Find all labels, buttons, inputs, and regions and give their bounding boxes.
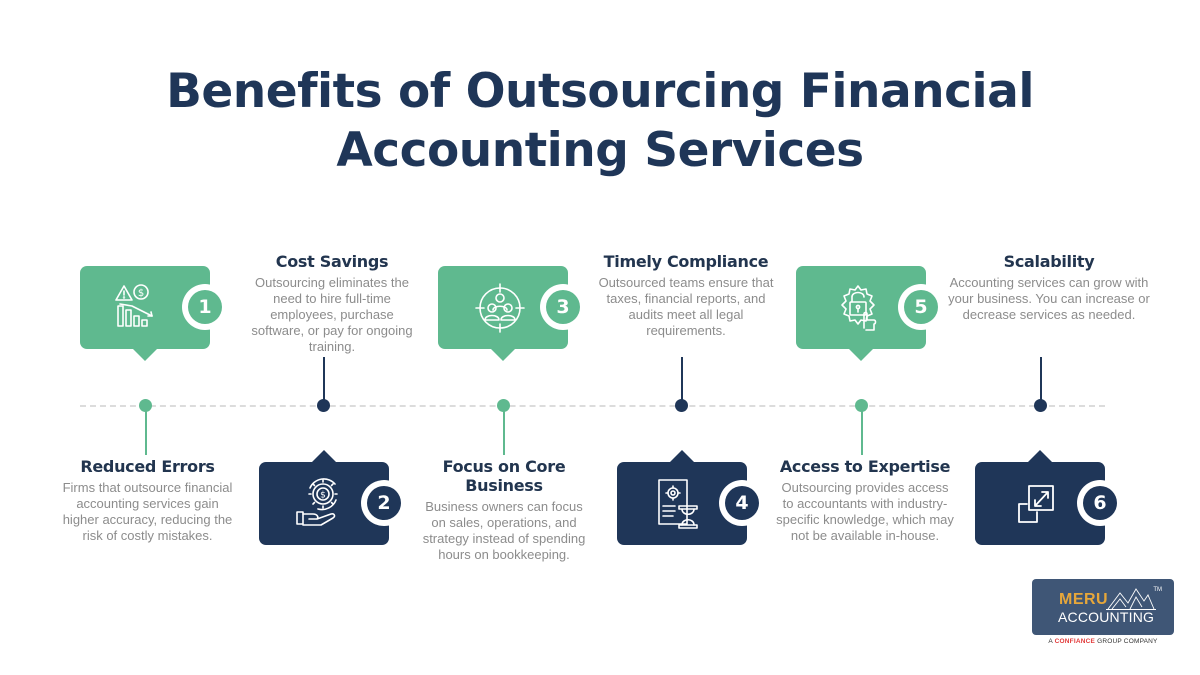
benefit-description: Business owners can focus on sales, oper…	[422, 499, 586, 562]
hand-gear-dollar-icon: $	[293, 476, 349, 532]
timeline-stem-6	[1040, 357, 1042, 401]
benefit-card-4: 4	[617, 450, 765, 545]
team-target-icon	[472, 280, 528, 336]
timeline-dot-6	[1034, 399, 1047, 412]
number-badge-5: 5	[898, 284, 944, 330]
timeline-dot-5	[855, 399, 868, 412]
benefit-text-2: Cost Savings Outsourcing eliminates the …	[248, 252, 416, 355]
logo-tagline: A CONFIANCE GROUP COMPANY	[1032, 638, 1174, 645]
timeline-line	[80, 405, 1105, 407]
benefit-title: Cost Savings	[275, 252, 389, 271]
benefit-title: Scalability	[1003, 252, 1095, 271]
benefit-description: Outsourcing eliminates the need to hire …	[251, 275, 413, 354]
timeline-dot-3	[497, 399, 510, 412]
benefit-description: Outsourced teams ensure that taxes, fina…	[598, 275, 774, 338]
benefit-text-4: Timely Compliance Outsourced teams ensur…	[596, 252, 776, 339]
benefit-text-3: Focus on Core Business Business owners c…	[418, 457, 590, 563]
timeline-stem-5	[861, 410, 863, 455]
resize-expand-icon	[1009, 476, 1065, 532]
benefit-card-6: 6	[975, 450, 1123, 545]
benefit-card-2: $ 2	[259, 450, 407, 545]
logo-accounting-text: ACCOUNTING	[1058, 609, 1155, 625]
number-badge-1: 1	[182, 284, 228, 330]
badge-number: 3	[546, 290, 580, 324]
number-badge-6: 6	[1077, 480, 1123, 526]
card-pointer	[133, 349, 157, 361]
benefit-description: Outsourcing provides access to accountan…	[776, 480, 954, 543]
badge-number: 4	[725, 486, 759, 520]
card-pointer	[670, 450, 694, 462]
meru-accounting-logo: MERU ACCOUNTING TM	[1032, 579, 1174, 635]
number-badge-4: 4	[719, 480, 765, 526]
svg-text:$: $	[138, 288, 144, 299]
title-line-1: Benefits of Outsourcing Financial	[166, 64, 1034, 119]
svg-text:$: $	[320, 491, 326, 501]
timeline-stem-2	[323, 357, 325, 401]
card-pointer	[849, 349, 873, 361]
timeline-dot-2	[317, 399, 330, 412]
gear-lock-hand-icon	[830, 280, 886, 336]
benefit-card-5: 5	[796, 266, 944, 361]
logo-meru-text: MERU	[1059, 591, 1109, 608]
badge-number: 2	[367, 486, 401, 520]
card-pointer	[312, 450, 336, 462]
badge-number: 6	[1083, 486, 1117, 520]
warning-dollar-declining-chart-icon: $	[114, 280, 170, 336]
mountains-icon	[1106, 588, 1156, 610]
timeline-dot-4	[675, 399, 688, 412]
timeline-stem-3	[503, 410, 505, 455]
card-pointer	[491, 349, 515, 361]
benefit-description: Accounting services can grow with your b…	[948, 275, 1150, 322]
benefit-title: Timely Compliance	[603, 252, 769, 271]
number-badge-3: 3	[540, 284, 586, 330]
title-line-2: Accounting Services	[336, 123, 864, 178]
benefit-text-1: Reduced Errors Firms that outsource fina…	[60, 457, 235, 544]
tagline-prefix: A	[1048, 638, 1053, 645]
benefit-text-5: Access to Expertise Outsourcing provides…	[776, 457, 954, 544]
badge-number: 5	[904, 290, 938, 324]
benefit-title: Focus on Core Business	[442, 457, 566, 495]
timeline-dot-1	[139, 399, 152, 412]
benefit-description: Firms that outsource financial accountin…	[62, 480, 233, 543]
benefit-text-6: Scalability Accounting services can grow…	[946, 252, 1152, 323]
timeline-stem-1	[145, 410, 147, 455]
benefit-title: Access to Expertise	[779, 457, 951, 476]
document-hourglass-icon	[651, 476, 707, 532]
timeline-stem-4	[681, 357, 683, 401]
tagline-brand: CONFIANCE	[1054, 638, 1096, 645]
number-badge-2: 2	[361, 480, 407, 526]
page-title: Benefits of Outsourcing Financial Accoun…	[0, 62, 1200, 180]
benefit-card-3: 3	[438, 266, 586, 361]
tagline-suffix: GROUP COMPANY	[1097, 638, 1158, 645]
benefit-title: Reduced Errors	[80, 457, 215, 476]
benefit-card-1: $ 1	[80, 266, 228, 361]
card-pointer	[1028, 450, 1052, 462]
logo-trademark: TM	[1153, 587, 1162, 593]
badge-number: 1	[188, 290, 222, 324]
